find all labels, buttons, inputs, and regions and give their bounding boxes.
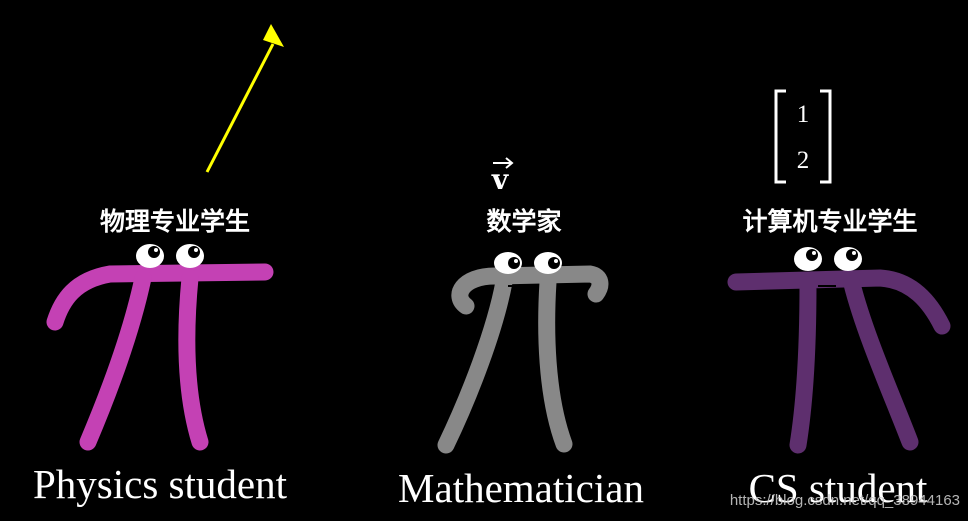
- math-vector-symbol: v: [491, 157, 514, 196]
- arrow-head: [263, 24, 284, 47]
- matrix-left-bracket: [774, 89, 786, 184]
- math-cn-label: 数学家: [486, 207, 561, 236]
- pi-top-bar: [727, 269, 951, 335]
- watermark: https://blog.csdn.net/qq_38944163: [730, 492, 960, 509]
- cs-pi-creature: [727, 247, 951, 454]
- left-pupil: [806, 249, 818, 261]
- eyes: [494, 252, 562, 274]
- left-pupil: [508, 257, 520, 269]
- physics-en-label: Physics student: [33, 461, 288, 507]
- math-en-label: Mathematician: [398, 465, 644, 511]
- arrow-shaft: [205, 43, 275, 173]
- pi-right-leg: [178, 269, 209, 451]
- pi-top-bar: [46, 263, 274, 331]
- pi-right-leg: [538, 273, 573, 453]
- left-pupil: [148, 246, 160, 258]
- physics-vector-arrow: [205, 24, 284, 173]
- cs-matrix: 1 2: [774, 89, 832, 184]
- math-pi-creature: [437, 252, 609, 454]
- cs-cn-label: 计算机专业学生: [742, 207, 917, 236]
- pi-left-leg: [789, 275, 817, 454]
- matrix-right-bracket: [820, 89, 832, 184]
- vector-letter: v: [491, 163, 509, 196]
- right-pupil: [548, 257, 560, 269]
- pi-right-leg: [843, 275, 919, 451]
- physics-pi-creature: [46, 244, 274, 451]
- pi-left-leg: [79, 269, 152, 451]
- right-pupil: [846, 249, 858, 261]
- cs-en-label: CS student: [749, 465, 928, 511]
- pi-left-leg: [437, 273, 513, 454]
- right-pupil: [188, 246, 200, 258]
- eyes: [136, 244, 204, 268]
- physics-cn-label: 物理专业学生: [100, 207, 250, 236]
- matrix-entry-1: 1: [797, 101, 810, 128]
- matrix-entry-2: 2: [797, 147, 810, 174]
- pi-top-bar: [451, 265, 609, 315]
- vector-arrow-accent: [493, 157, 514, 169]
- eyes: [794, 247, 862, 271]
